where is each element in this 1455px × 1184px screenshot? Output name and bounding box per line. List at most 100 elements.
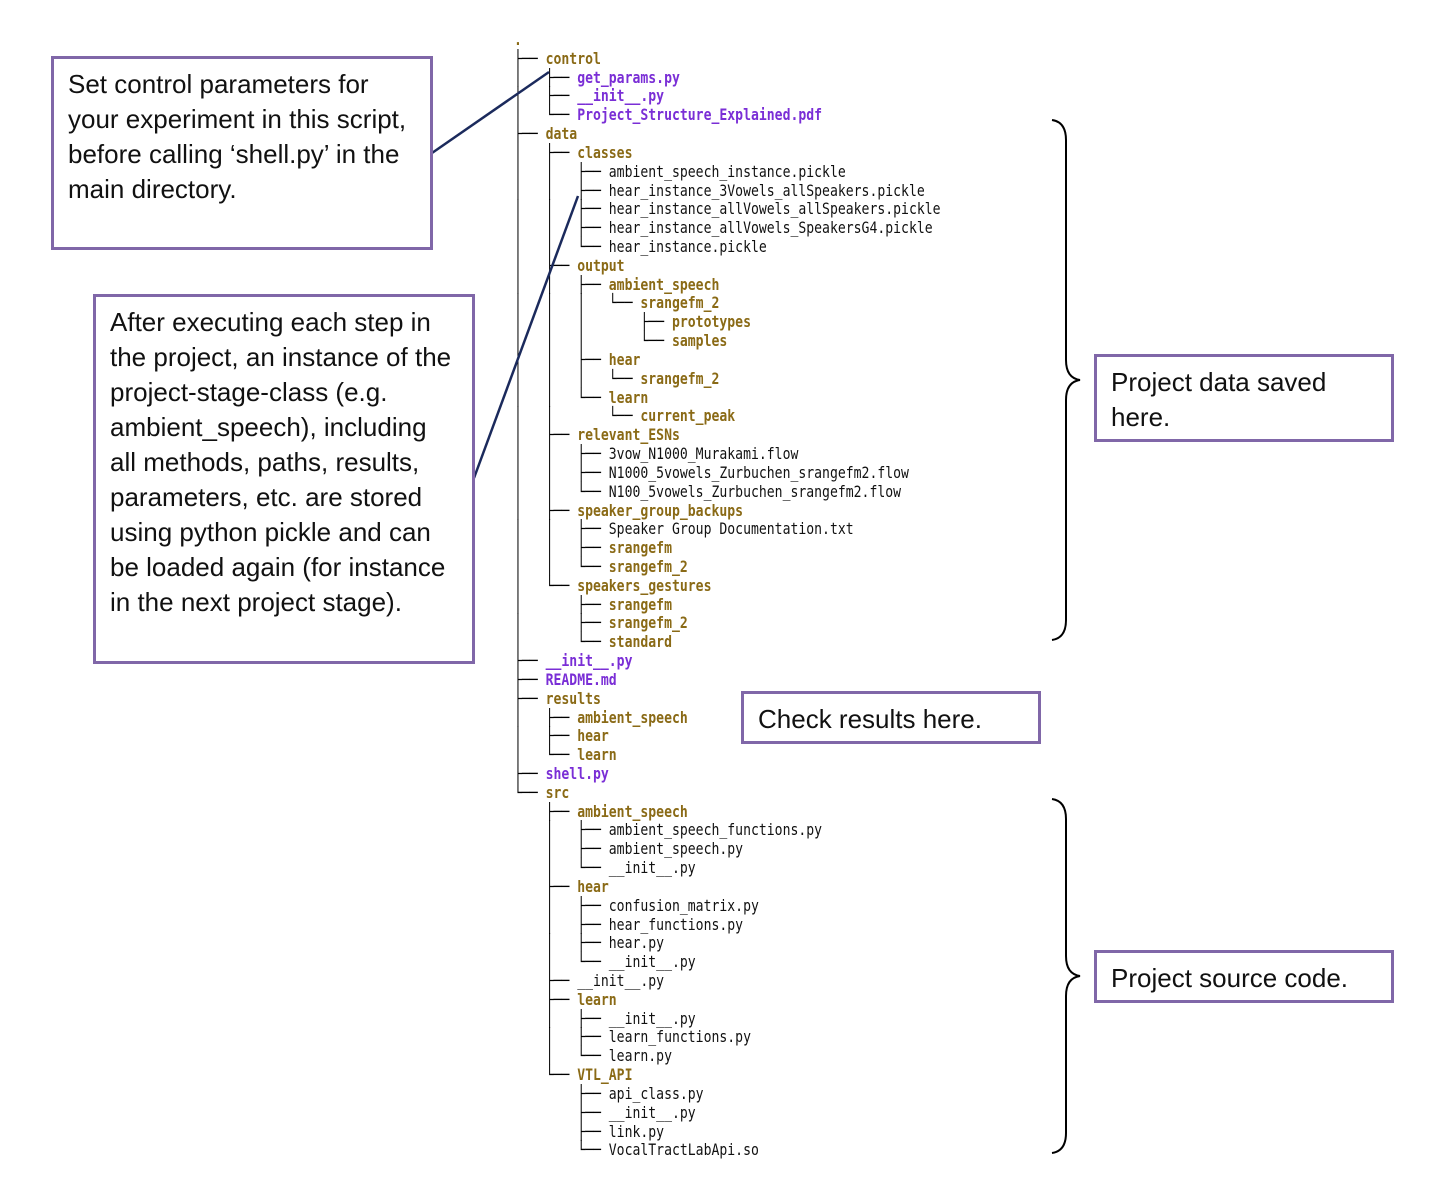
tree-guide: ├── — [514, 651, 546, 671]
tree-row: │ └── learn.py — [514, 1046, 672, 1065]
folder-name: . — [514, 30, 522, 49]
folder-name: srangefm_2 — [608, 613, 688, 633]
tree-row: ├── data — [514, 124, 577, 143]
file-name: N1000_5vowels_Zurbuchen_srangefm2.flow — [608, 462, 909, 482]
tree-row: │ │ ├── srangefm — [514, 538, 672, 557]
tree-row: ├── shell.py — [514, 764, 609, 783]
file-name: Project_Structure_Explained.pdf — [577, 105, 823, 125]
tree-guide: │ ├── — [514, 726, 578, 746]
tree-row: │ ├── speaker_group_backups — [514, 501, 743, 520]
tree-guide: │ │ └── — [514, 481, 609, 501]
tree-guide: ├── — [514, 1121, 609, 1141]
tree-guide: │ ├── — [514, 594, 609, 614]
tree-guide: │ │ └── — [514, 406, 641, 426]
file-name: ambient_speech.py — [608, 839, 744, 859]
tree-guide: ├── — [514, 1083, 609, 1103]
tree-guide: │ └── — [514, 105, 578, 125]
tree-row: │ ├── relevant_ESNs — [514, 425, 680, 444]
tree-guide: │ ├── — [514, 895, 609, 915]
tree-guide: │ ├── — [514, 142, 578, 162]
tree-row: │ │ ├── hear_instance_allVowels_allSpeak… — [514, 199, 941, 218]
folder-name: srangefm — [608, 538, 672, 558]
file-name: N100_5vowels_Zurbuchen_srangefm2.flow — [608, 481, 902, 501]
file-name: ambient_speech_functions.py — [608, 820, 823, 840]
tree-row: │ └── __init__.py — [514, 952, 696, 971]
tree-guide: │ ├── — [514, 707, 578, 727]
tree-row: │ │ ├── Speaker Group Documentation.txt — [514, 519, 854, 538]
tree-guide: │ ├── — [514, 86, 578, 106]
tree-guide: ├── — [514, 669, 546, 689]
tree-guide: │ │ │ └── — [514, 331, 672, 351]
tree-guide: │ ├── — [514, 1027, 609, 1047]
tree-row: │ │ ├── hear — [514, 350, 640, 369]
tree-row: │ │ │ └── srangefm_2 — [514, 293, 719, 312]
tree-guide: │ ├── — [514, 67, 578, 87]
folder-name: current_peak — [640, 406, 736, 426]
folder-name: speakers_gestures — [577, 575, 712, 595]
folder-name: srangefm_2 — [640, 293, 720, 313]
folder-name: ambient_speech — [608, 274, 720, 294]
tree-row: │ └── learn — [514, 745, 617, 764]
tree-guide: │ │ │ └── — [514, 293, 641, 313]
file-name: api_class.py — [608, 1083, 704, 1103]
tree-guide: │ │ ├── — [514, 519, 609, 539]
tree-row: │ │ ├── ambient_speech_instance.pickle — [514, 162, 846, 181]
file-name: hear_instance_allVowels_allSpeakers.pick… — [608, 199, 941, 219]
tree-guide: │ │ └── — [514, 237, 609, 257]
tree-guide: │ ├── — [514, 1008, 609, 1028]
tree-guide: │ │ ├── — [514, 218, 609, 238]
tree-row: │ │ │ ├── prototypes — [514, 312, 751, 331]
file-name: ambient_speech_instance.pickle — [608, 161, 846, 181]
data-brace — [1051, 119, 1081, 641]
tree-guide: │ └── — [514, 575, 578, 595]
tree-guide: │ │ ├── — [514, 444, 609, 464]
tree-row: └── VocalTractLabApi.so — [514, 1140, 759, 1159]
tree-row: │ └── __init__.py — [514, 858, 696, 877]
tree-guide: ├── — [514, 688, 546, 708]
tree-row: │ │ │ └── srangefm_2 — [514, 369, 719, 388]
file-name: get_params.py — [577, 67, 680, 87]
file-name: confusion_matrix.py — [608, 895, 759, 915]
tree-row: │ │ └── hear_instance.pickle — [514, 237, 767, 256]
tree-guide: │ └── — [514, 952, 609, 972]
tree-row: │ └── Project_Structure_Explained.pdf — [514, 105, 822, 124]
tree-guide: ├── — [514, 971, 578, 990]
tree-row: └── VTL_API — [514, 1065, 633, 1085]
tree-row: │ ├── __init__.py — [514, 86, 664, 105]
tree-guide: └── — [514, 1140, 609, 1160]
tree-row: │ ├── srangefm — [514, 595, 672, 614]
tree-row: │ └── standard — [514, 632, 672, 651]
folder-name: srangefm — [608, 594, 672, 614]
tree-row: │ ├── learn_functions.py — [514, 1027, 751, 1046]
file-name: __init__.py — [608, 858, 696, 878]
tree-row: │ │ ├── hear_instance_allVowels_Speakers… — [514, 218, 933, 237]
tree-guide: │ ├── — [514, 613, 609, 633]
tree-guide: ├── — [514, 48, 546, 68]
tree-guide: ├── — [514, 876, 578, 896]
tree-row: │ │ ├── ambient_speech — [514, 275, 719, 294]
tree-guide: │ └── — [514, 1046, 609, 1066]
file-name: __init__.py — [577, 86, 665, 106]
file-name: Speaker Group Documentation.txt — [608, 519, 854, 539]
tree-row: │ ├── confusion_matrix.py — [514, 896, 759, 915]
tree-guide: │ │ ├── — [514, 462, 609, 482]
folder-name: prototypes — [671, 312, 751, 332]
tree-guide: │ └── — [514, 632, 609, 652]
folder-name: srangefm_2 — [608, 556, 688, 576]
tree-guide: └── — [514, 1065, 578, 1085]
folder-name: src — [545, 782, 570, 802]
file-name: __init__.py — [608, 1102, 696, 1122]
file-name: link.py — [608, 1121, 665, 1141]
tree-guide: │ │ ├── — [514, 538, 609, 558]
tree-row: │ ├── hear.py — [514, 933, 664, 952]
tree-row: ├── hear — [514, 877, 609, 896]
tree-guide: ├── — [514, 763, 546, 783]
folder-name: classes — [577, 142, 633, 162]
source-code-note: Project source code. — [1094, 950, 1394, 1003]
folder-name: srangefm_2 — [640, 368, 720, 388]
tree-row: │ ├── ambient_speech_functions.py — [514, 820, 822, 839]
tree-guide: │ ├── — [514, 500, 578, 520]
tree-guide: └── — [514, 782, 546, 802]
src-brace — [1051, 798, 1081, 1154]
